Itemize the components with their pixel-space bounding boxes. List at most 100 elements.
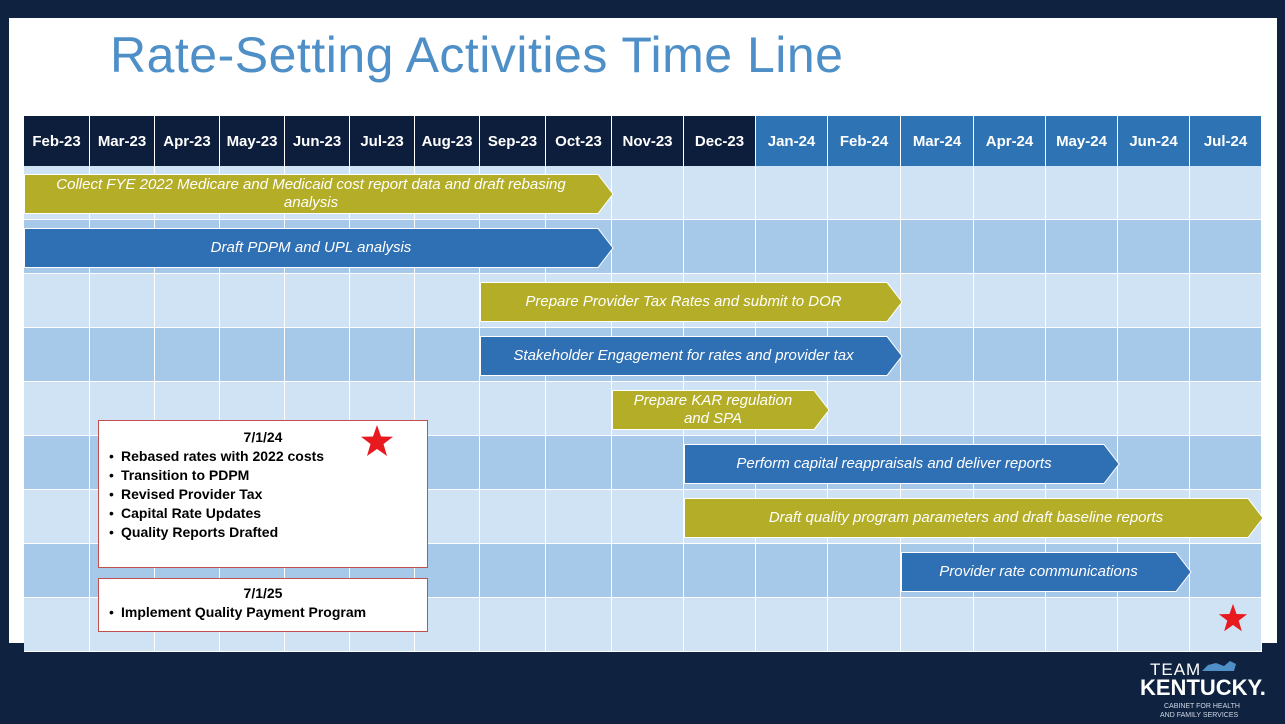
svg-text:CABINET FOR HEALTH: CABINET FOR HEALTH [1164, 703, 1240, 710]
activity-bar: Draft quality program parameters and dra… [684, 498, 1264, 538]
month-header: May-23 [220, 116, 285, 166]
grid-cell [1190, 544, 1262, 598]
activity-arrow [901, 552, 1192, 592]
grid-cell [350, 274, 415, 328]
milestone-list: Implement Quality Payment Program [99, 603, 427, 622]
milestone-item: Capital Rate Updates [109, 504, 427, 523]
grid-cell [974, 598, 1046, 652]
grid-cell [684, 220, 756, 274]
grid-cell [480, 382, 546, 436]
grid-cell [24, 544, 90, 598]
activity-label: Perform capital reappraisals and deliver… [736, 455, 1052, 472]
grid-cell [1046, 166, 1118, 220]
activity-arrow [612, 390, 830, 430]
grid-cell [24, 490, 90, 544]
grid-cell [546, 382, 612, 436]
month-header: Jan-24 [756, 116, 828, 166]
grid-cell [1118, 328, 1190, 382]
grid-cell [415, 274, 480, 328]
grid-cell [901, 274, 974, 328]
grid-cell [974, 382, 1046, 436]
month-header: Oct-23 [546, 116, 612, 166]
grid-cell [828, 544, 901, 598]
month-header: Apr-23 [155, 116, 220, 166]
activity-bar: Collect FYE 2022 Medicare and Medicaid c… [24, 174, 614, 214]
grid-cell [1190, 274, 1262, 328]
grid-cell [24, 598, 90, 652]
grid-cell [974, 274, 1046, 328]
activity-label: Collect FYE 2022 Medicare and Medicaid c… [56, 176, 566, 211]
activity-bar: Prepare Provider Tax Rates and submit to… [480, 282, 903, 322]
activity-label: Stakeholder Engagement for rates and pro… [513, 347, 854, 364]
grid-cell [756, 166, 828, 220]
grid-cell [684, 166, 756, 220]
month-header: Jul-23 [350, 116, 415, 166]
grid-cell [1190, 166, 1262, 220]
grid-cell [1118, 220, 1190, 274]
grid-cell [155, 328, 220, 382]
activity-bar: Provider rate communications [901, 552, 1192, 592]
grid-cell [1118, 436, 1190, 490]
grid-cell [480, 490, 546, 544]
grid-cell [1118, 166, 1190, 220]
activity-bar: Prepare KAR regulation and SPA [612, 390, 830, 430]
milestone-item: Implement Quality Payment Program [109, 603, 427, 622]
svg-text:TEAM: TEAM [1150, 660, 1201, 679]
activity-arrow [24, 174, 614, 214]
grid-cell [901, 598, 974, 652]
grid-cell [756, 598, 828, 652]
activity-label: Draft quality program parameters and dra… [768, 509, 1164, 526]
milestone-item: Quality Reports Drafted [109, 523, 427, 542]
activity-label: Prepare Provider Tax Rates and submit to… [525, 293, 842, 310]
grid-cell [155, 274, 220, 328]
grid-cell [1118, 382, 1190, 436]
milestone-item: Revised Provider Tax [109, 485, 427, 504]
grid-cell [756, 544, 828, 598]
grid-cell [612, 490, 684, 544]
star-icon [1218, 603, 1248, 632]
grid-cell [901, 220, 974, 274]
grid-cell [901, 328, 974, 382]
activity-bar: Draft PDPM and UPL analysis [24, 228, 614, 268]
grid-cell [480, 544, 546, 598]
grid-cell [974, 166, 1046, 220]
grid-cell [612, 544, 684, 598]
grid-cell [901, 382, 974, 436]
month-header: Sep-23 [480, 116, 546, 166]
month-header: May-24 [1046, 116, 1118, 166]
grid-cell [415, 328, 480, 382]
grid-cell [546, 436, 612, 490]
milestone-box-2025: 7/1/25 Implement Quality Payment Program [98, 578, 428, 632]
month-header: Mar-23 [90, 116, 155, 166]
month-header: Feb-24 [828, 116, 901, 166]
milestone-date: 7/1/25 [243, 585, 283, 601]
activity-label: Prepare KAR regulation and SPA [633, 392, 793, 427]
page-title: Rate-Setting Activities Time Line [110, 27, 844, 83]
month-header: Jul-24 [1190, 116, 1262, 166]
grid-cell [546, 490, 612, 544]
month-header: Jun-23 [285, 116, 350, 166]
grid-cell [684, 544, 756, 598]
grid-cell [1046, 220, 1118, 274]
grid-cell [1190, 436, 1262, 490]
grid-cell [220, 274, 285, 328]
grid-cell [480, 436, 546, 490]
month-header: Nov-23 [612, 116, 684, 166]
team-kentucky-logo: TEAM KENTUCKY. CABINET FOR HEALTH AND FA… [1138, 655, 1268, 719]
grid-cell [1118, 598, 1190, 652]
grid-cell [828, 598, 901, 652]
activity-arrow [480, 282, 903, 322]
activity-arrow [684, 444, 1120, 484]
month-header: Mar-24 [901, 116, 974, 166]
grid-cell [24, 382, 90, 436]
grid-cell [684, 598, 756, 652]
svg-text:KENTUCKY.: KENTUCKY. [1140, 675, 1266, 700]
grid-cell [828, 220, 901, 274]
grid-cell [480, 598, 546, 652]
star-icon [361, 425, 393, 456]
grid-cell [1190, 220, 1262, 274]
grid-cell [612, 598, 684, 652]
grid-cell [220, 328, 285, 382]
grid-cell [1046, 274, 1118, 328]
grid-cell [90, 328, 155, 382]
